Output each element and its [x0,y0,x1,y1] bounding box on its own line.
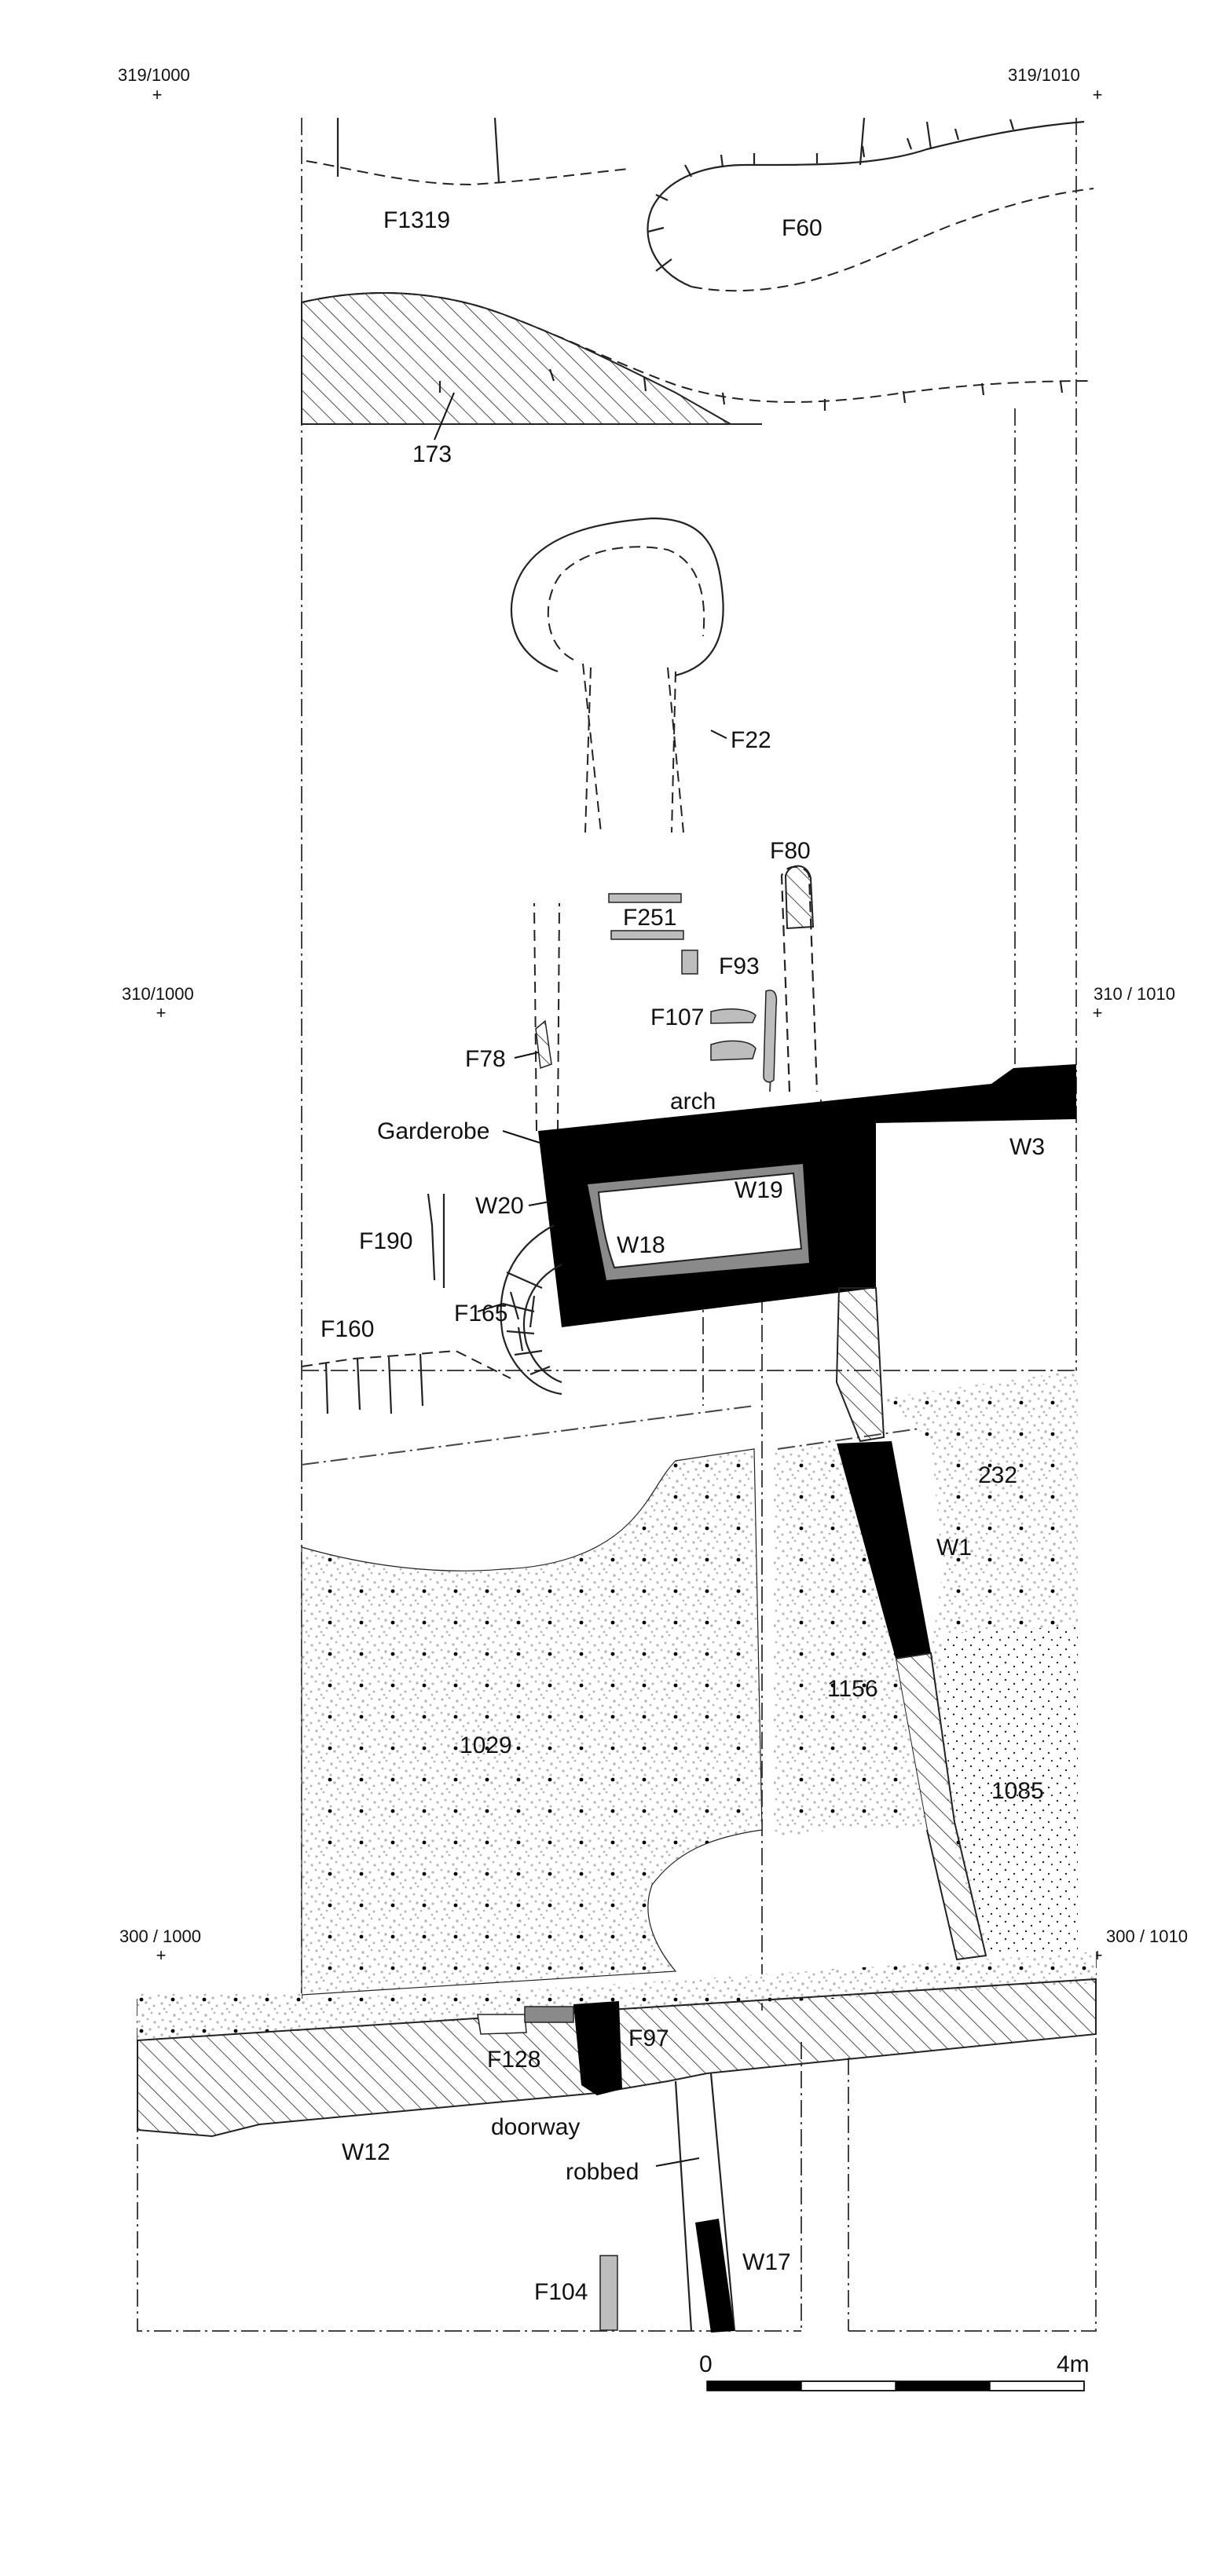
svg-text:+: + [1093,1003,1103,1023]
label-w18: W18 [617,1232,665,1258]
grid-label-e-bottom: 300 / 1010 [1106,1927,1188,1946]
garderobe-walls: Garderobe W3 W19 W18 W20 [377,1064,1076,1327]
grid-label-e-mid: 310 / 1010 [1094,984,1175,1004]
label-f80: F80 [770,838,811,864]
wall-w1: W1 [837,1441,987,1961]
grid-label-ne: 319/1010 [1008,65,1080,85]
label-f251: F251 [623,905,676,931]
wall-w17: robbed W17 [566,2073,791,2333]
label-f22: F22 [731,727,771,753]
svg-text:+: + [152,85,163,104]
svg-text:+: + [1093,85,1103,104]
label-232: 232 [978,1462,1017,1488]
features-west: F165 F190 F160 [301,1193,562,1414]
features-centre: F80 F251 F93 F107 F78 arch [465,838,819,1132]
label-robbed: robbed [566,2159,639,2185]
wall-w12: F128 F97 W12 doorway [137,1952,1097,2165]
label-f107: F107 [650,1004,704,1030]
label-f160: F160 [321,1316,374,1342]
label-f97: F97 [628,2025,669,2051]
context-232-1085: 232 1085 [884,1370,1078,1956]
grid-markers: 319/1000 + 319/1010 + 310/1000 + 310 / 1… [118,65,1188,1965]
feature-f22: F22 [511,517,771,833]
label-f128: F128 [487,2047,540,2073]
label-w19: W19 [735,1177,783,1203]
label-f78: F78 [465,1046,506,1072]
label-1156: 1156 [827,1676,878,1702]
label-arch: arch [670,1089,716,1114]
context-1029: 1029 [301,1448,763,1996]
label-garderobe: Garderobe [377,1118,489,1144]
feature-w1-hatch [835,1287,885,1443]
label-f190: F190 [359,1228,412,1254]
grid-label-w-bottom: 300 / 1000 [119,1927,201,1946]
label-w20: W20 [475,1193,524,1219]
label-w12: W12 [342,2139,390,2165]
label-w3: W3 [1009,1134,1045,1160]
grid-label-nw: 319/1000 [118,65,190,85]
label-f1319: F1319 [383,207,450,233]
label-w17: W17 [742,2249,791,2275]
context-1156: 1156 [774,1444,927,1838]
label-f104: F104 [534,2279,588,2305]
label-doorway: doorway [491,2114,580,2140]
feature-f1319-f60: F1319 F60 173 [301,117,1094,467]
label-f93: F93 [719,953,760,979]
label-1085: 1085 [991,1778,1044,1804]
label-1029: 1029 [460,1733,512,1758]
svg-text:+: + [156,1003,167,1023]
label-173: 173 [412,441,452,467]
scale-start: 0 [699,2351,713,2377]
label-w1: W1 [936,1535,972,1561]
svg-text:+: + [156,1945,167,1965]
scale-bar: 0 4m [699,2351,1090,2391]
label-f60: F60 [782,215,822,241]
feature-f104: F104 [534,2255,618,2331]
scale-end: 4m [1057,2351,1090,2377]
grid-label-w-mid: 310/1000 [122,984,194,1004]
